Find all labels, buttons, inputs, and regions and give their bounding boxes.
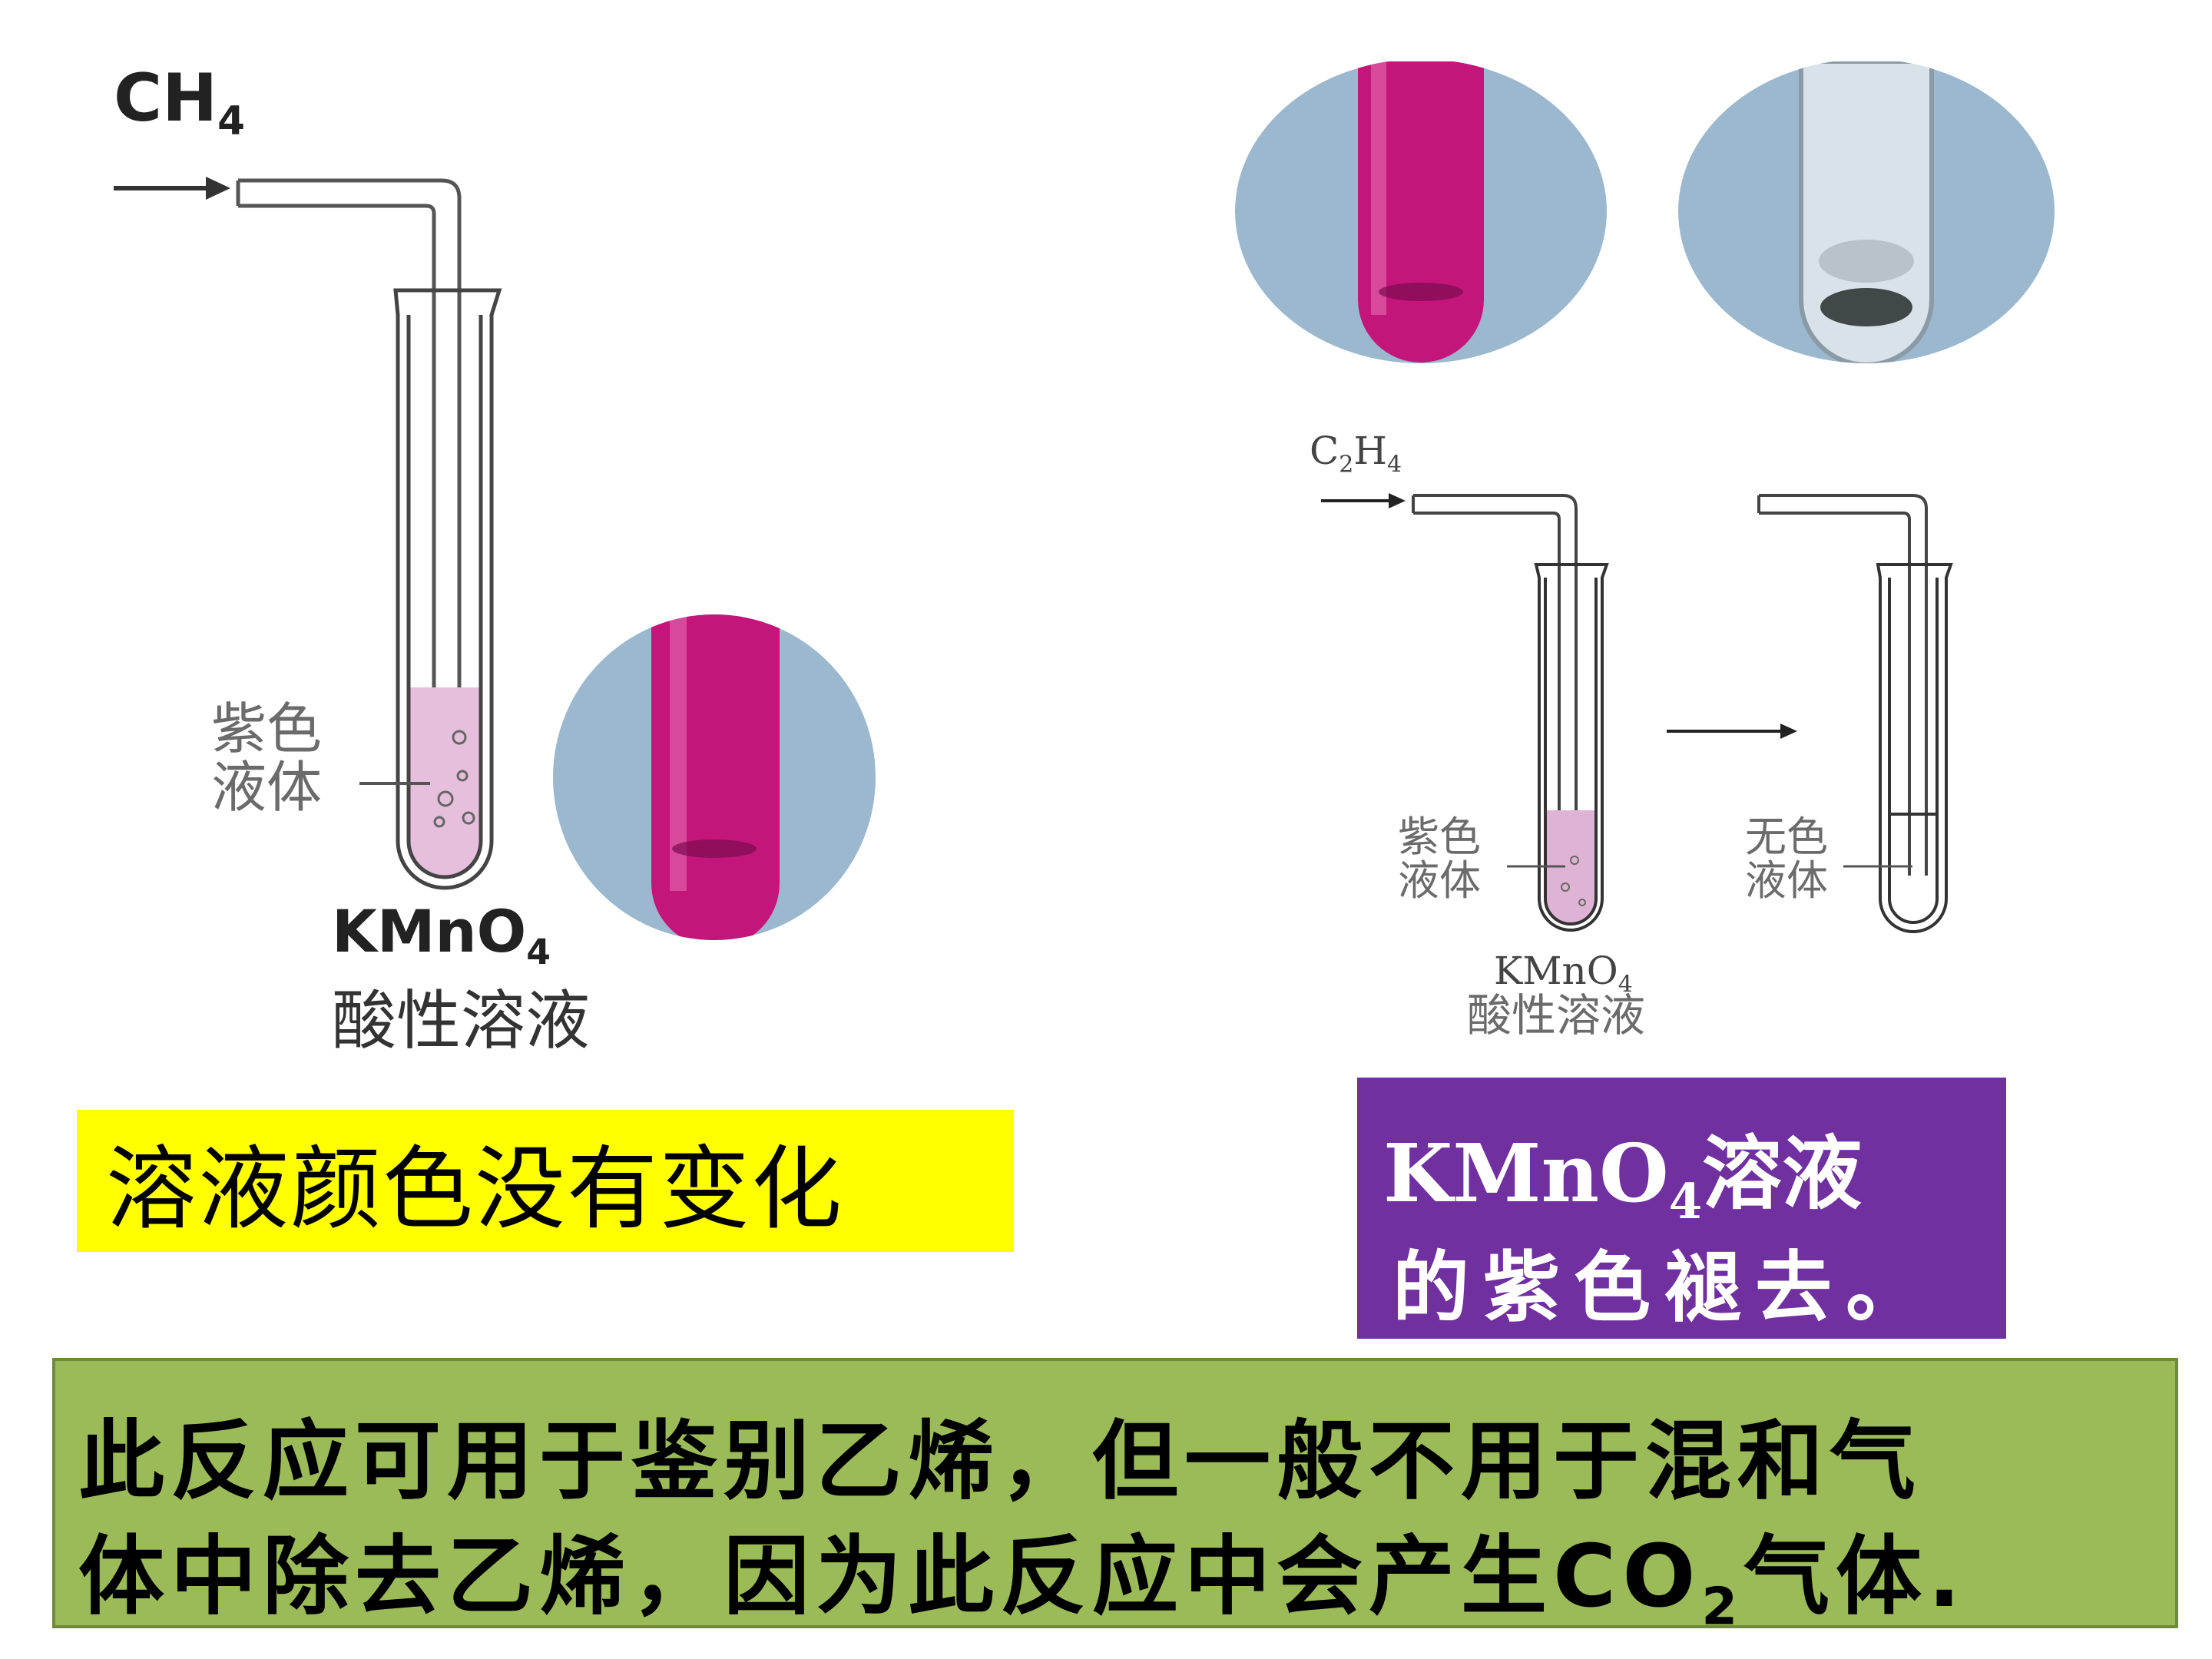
left-bubbles — [433, 730, 475, 828]
right-inset-clear — [1678, 61, 2055, 363]
left-inset-photo — [553, 614, 876, 940]
green-line-2: 体中除去乙烯，因为此反应中会产生CO2气体. — [78, 1527, 1967, 1637]
yellow-conclusion-text: 溶液颜色没有变化 — [106, 1136, 844, 1242]
green-note-box: 此反应可用于鉴别乙烯，但一般不用于混和气 体中除去乙烯，因为此反应中会产生CO2… — [52, 1358, 2178, 1637]
right-reagent-formula: KMnO4 — [1494, 949, 1633, 998]
right-apparatus — [1321, 493, 1953, 933]
left-delivery-tube — [236, 178, 462, 833]
left-reagent-desc: 酸性溶液 — [332, 983, 591, 1058]
purple-line-2: 的紫色褪去。 — [1392, 1243, 1936, 1333]
left-gas-label: CH4 — [114, 60, 245, 145]
left-apparatus — [114, 177, 876, 940]
left-test-tube — [393, 288, 502, 890]
right-inset-purple — [1235, 61, 1607, 363]
green-line-1: 此反应可用于鉴别乙烯，但一般不用于混和气 — [78, 1412, 1922, 1512]
left-gas-arrow — [114, 177, 230, 200]
right-liquid-before-label: 紫色 液体 — [1398, 813, 1481, 905]
purple-line-1: KMnO4溶液 — [1383, 1126, 1863, 1230]
right-reagent-desc: 酸性溶液 — [1467, 989, 1646, 1041]
left-liquid-label: 紫色 液体 — [211, 697, 323, 820]
purple-conclusion-box: KMnO4溶液 的紫色褪去。 — [1357, 1078, 2006, 1339]
right-gas-label: C2H4 — [1310, 429, 1402, 478]
left-reagent-formula: KMnO4 — [332, 897, 551, 972]
right-liquid-after-label: 无色 液体 — [1745, 813, 1828, 905]
left-liquid — [409, 687, 481, 877]
yellow-conclusion-box: 溶液颜色没有变化 — [77, 1110, 1014, 1252]
right-inset-photos — [1235, 61, 2055, 363]
